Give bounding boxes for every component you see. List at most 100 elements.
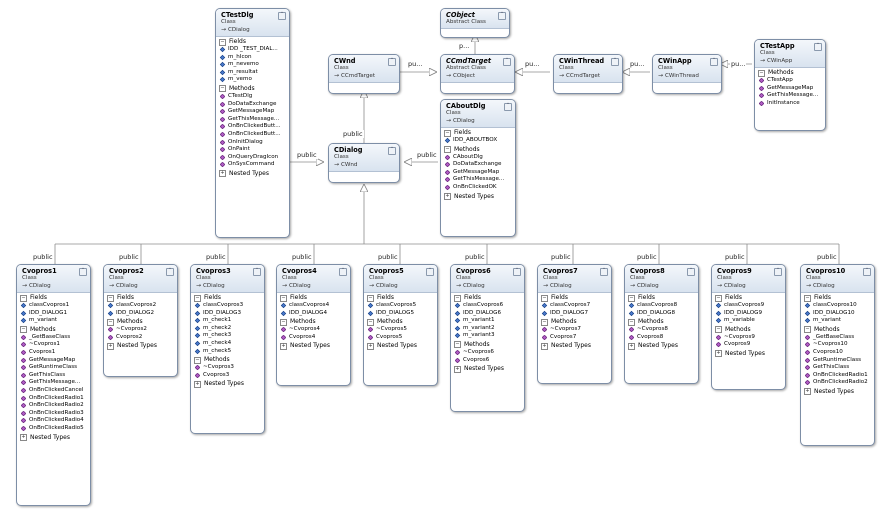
methods-header[interactable]: −Methods — [219, 85, 286, 93]
methods-item[interactable]: ~Cvopros4 — [280, 326, 347, 334]
methods-item[interactable]: Cvopros4 — [280, 334, 347, 342]
methods-item[interactable]: OnBnClickedRadio1 — [804, 372, 871, 380]
methods-header[interactable]: −Methods — [107, 318, 174, 326]
methods-item[interactable]: Cvopros5 — [367, 334, 434, 342]
collapse-chevron-icon[interactable]: ˄ — [600, 268, 608, 276]
methods-item[interactable]: GetRuntimeClass — [20, 364, 87, 372]
methods-item[interactable]: CTestDlg — [219, 93, 286, 101]
nested-types-header[interactable]: +Nested Types — [367, 342, 434, 350]
collapse-chevron-icon[interactable]: ˄ — [339, 268, 347, 276]
methods-item[interactable]: GetThisClass — [20, 372, 87, 380]
fields-item[interactable]: IDD_ABOUTBOX — [444, 137, 512, 145]
methods-item[interactable]: Cvopros7 — [541, 334, 608, 342]
fields-header[interactable]: −Fields — [219, 38, 286, 46]
fields-item[interactable]: m_variant — [20, 317, 87, 325]
methods-header[interactable]: −Methods — [758, 69, 822, 77]
fields-item[interactable]: m_check1 — [194, 317, 261, 325]
collapse-chevron-icon[interactable]: ˄ — [774, 268, 782, 276]
collapse-chevron-icon[interactable]: ˄ — [504, 103, 512, 111]
methods-item[interactable]: OnSysCommand — [219, 161, 286, 169]
nested-types-header[interactable]: +Nested Types — [194, 380, 261, 388]
expand-plus-icon[interactable]: + — [280, 342, 287, 350]
collapse-minus-icon[interactable]: − — [715, 294, 722, 302]
collapse-chevron-icon[interactable]: ˄ — [814, 43, 822, 51]
collapse-chevron-icon[interactable]: ˄ — [503, 58, 511, 66]
methods-item[interactable]: GetThisMessage... — [219, 116, 286, 124]
fields-item[interactable]: IDD _TEST_DIAL... — [219, 46, 286, 54]
nested-types-header[interactable]: +Nested Types — [20, 434, 87, 442]
fields-item[interactable]: m_variant3 — [454, 332, 521, 340]
methods-item[interactable]: CAboutDlg — [444, 154, 512, 162]
methods-header[interactable]: −Methods — [715, 326, 782, 334]
methods-item[interactable]: Cvopros3 — [194, 372, 261, 380]
methods-item[interactable]: OnBnClickedButt... — [219, 131, 286, 139]
collapse-minus-icon[interactable]: − — [541, 294, 548, 302]
methods-item[interactable]: GetThisClass — [804, 364, 871, 372]
methods-item[interactable]: ~Cvopros7 — [541, 326, 608, 334]
fields-header[interactable]: −Fields — [194, 294, 261, 302]
nested-types-header[interactable]: +Nested Types — [280, 342, 347, 350]
collapse-minus-icon[interactable]: − — [107, 318, 114, 326]
collapse-chevron-icon[interactable]: ˄ — [426, 268, 434, 276]
collapse-chevron-icon[interactable]: ˄ — [253, 268, 261, 276]
fields-header[interactable]: −Fields — [367, 294, 434, 302]
methods-item[interactable]: CTestApp — [758, 77, 822, 85]
methods-item[interactable]: OnBnClickedRadio5 — [20, 425, 87, 433]
fields-item[interactable]: m_variant — [804, 317, 871, 325]
collapse-minus-icon[interactable]: − — [367, 294, 374, 302]
expand-plus-icon[interactable]: + — [194, 380, 201, 388]
methods-item[interactable]: Cvopros2 — [107, 334, 174, 342]
methods-header[interactable]: −Methods — [194, 356, 261, 364]
nested-types-header[interactable]: +Nested Types — [715, 350, 782, 358]
collapse-minus-icon[interactable]: − — [107, 294, 114, 302]
methods-item[interactable]: ~Cvopros10 — [804, 341, 871, 349]
expand-plus-icon[interactable]: + — [367, 342, 374, 350]
methods-item[interactable]: OnBnClickedOK — [444, 184, 512, 192]
fields-item[interactable]: m_vemo — [219, 76, 286, 84]
fields-item[interactable]: classCvopros4 — [280, 302, 347, 310]
collapse-minus-icon[interactable]: − — [715, 326, 722, 334]
methods-item[interactable]: GetThisMessage... — [444, 176, 512, 184]
methods-item[interactable]: OnInitDialog — [219, 139, 286, 147]
methods-item[interactable]: Cvopros8 — [628, 334, 695, 342]
methods-item[interactable]: OnPaint — [219, 146, 286, 154]
expand-plus-icon[interactable]: + — [444, 193, 451, 201]
collapse-chevron-icon[interactable]: ˄ — [388, 147, 396, 155]
methods-item[interactable]: ~Cvopros3 — [194, 364, 261, 372]
methods-header[interactable]: −Methods — [280, 318, 347, 326]
expand-plus-icon[interactable]: + — [541, 342, 548, 350]
methods-item[interactable]: GetThisMessage... — [20, 379, 87, 387]
fields-item[interactable]: IDD_DIALOG5 — [367, 310, 434, 318]
fields-item[interactable]: classCvopros7 — [541, 302, 608, 310]
fields-item[interactable]: IDD_DIALOG9 — [715, 310, 782, 318]
methods-item[interactable]: GetMessageMap — [758, 85, 822, 93]
methods-header[interactable]: −Methods — [628, 318, 695, 326]
fields-header[interactable]: −Fields — [628, 294, 695, 302]
fields-item[interactable]: IDD_DIALOG3 — [194, 310, 261, 318]
methods-item[interactable]: OnBnClickedRadio2 — [20, 402, 87, 410]
methods-header[interactable]: −Methods — [20, 326, 87, 334]
methods-item[interactable]: GetMessageMap — [219, 108, 286, 116]
methods-item[interactable]: Cvopros9 — [715, 341, 782, 349]
methods-item[interactable]: ~Cvopros1 — [20, 341, 87, 349]
fields-item[interactable]: m_variable — [715, 317, 782, 325]
fields-item[interactable]: m_check4 — [194, 340, 261, 348]
collapse-minus-icon[interactable]: − — [219, 85, 226, 93]
collapse-chevron-icon[interactable]: ˄ — [498, 12, 506, 20]
